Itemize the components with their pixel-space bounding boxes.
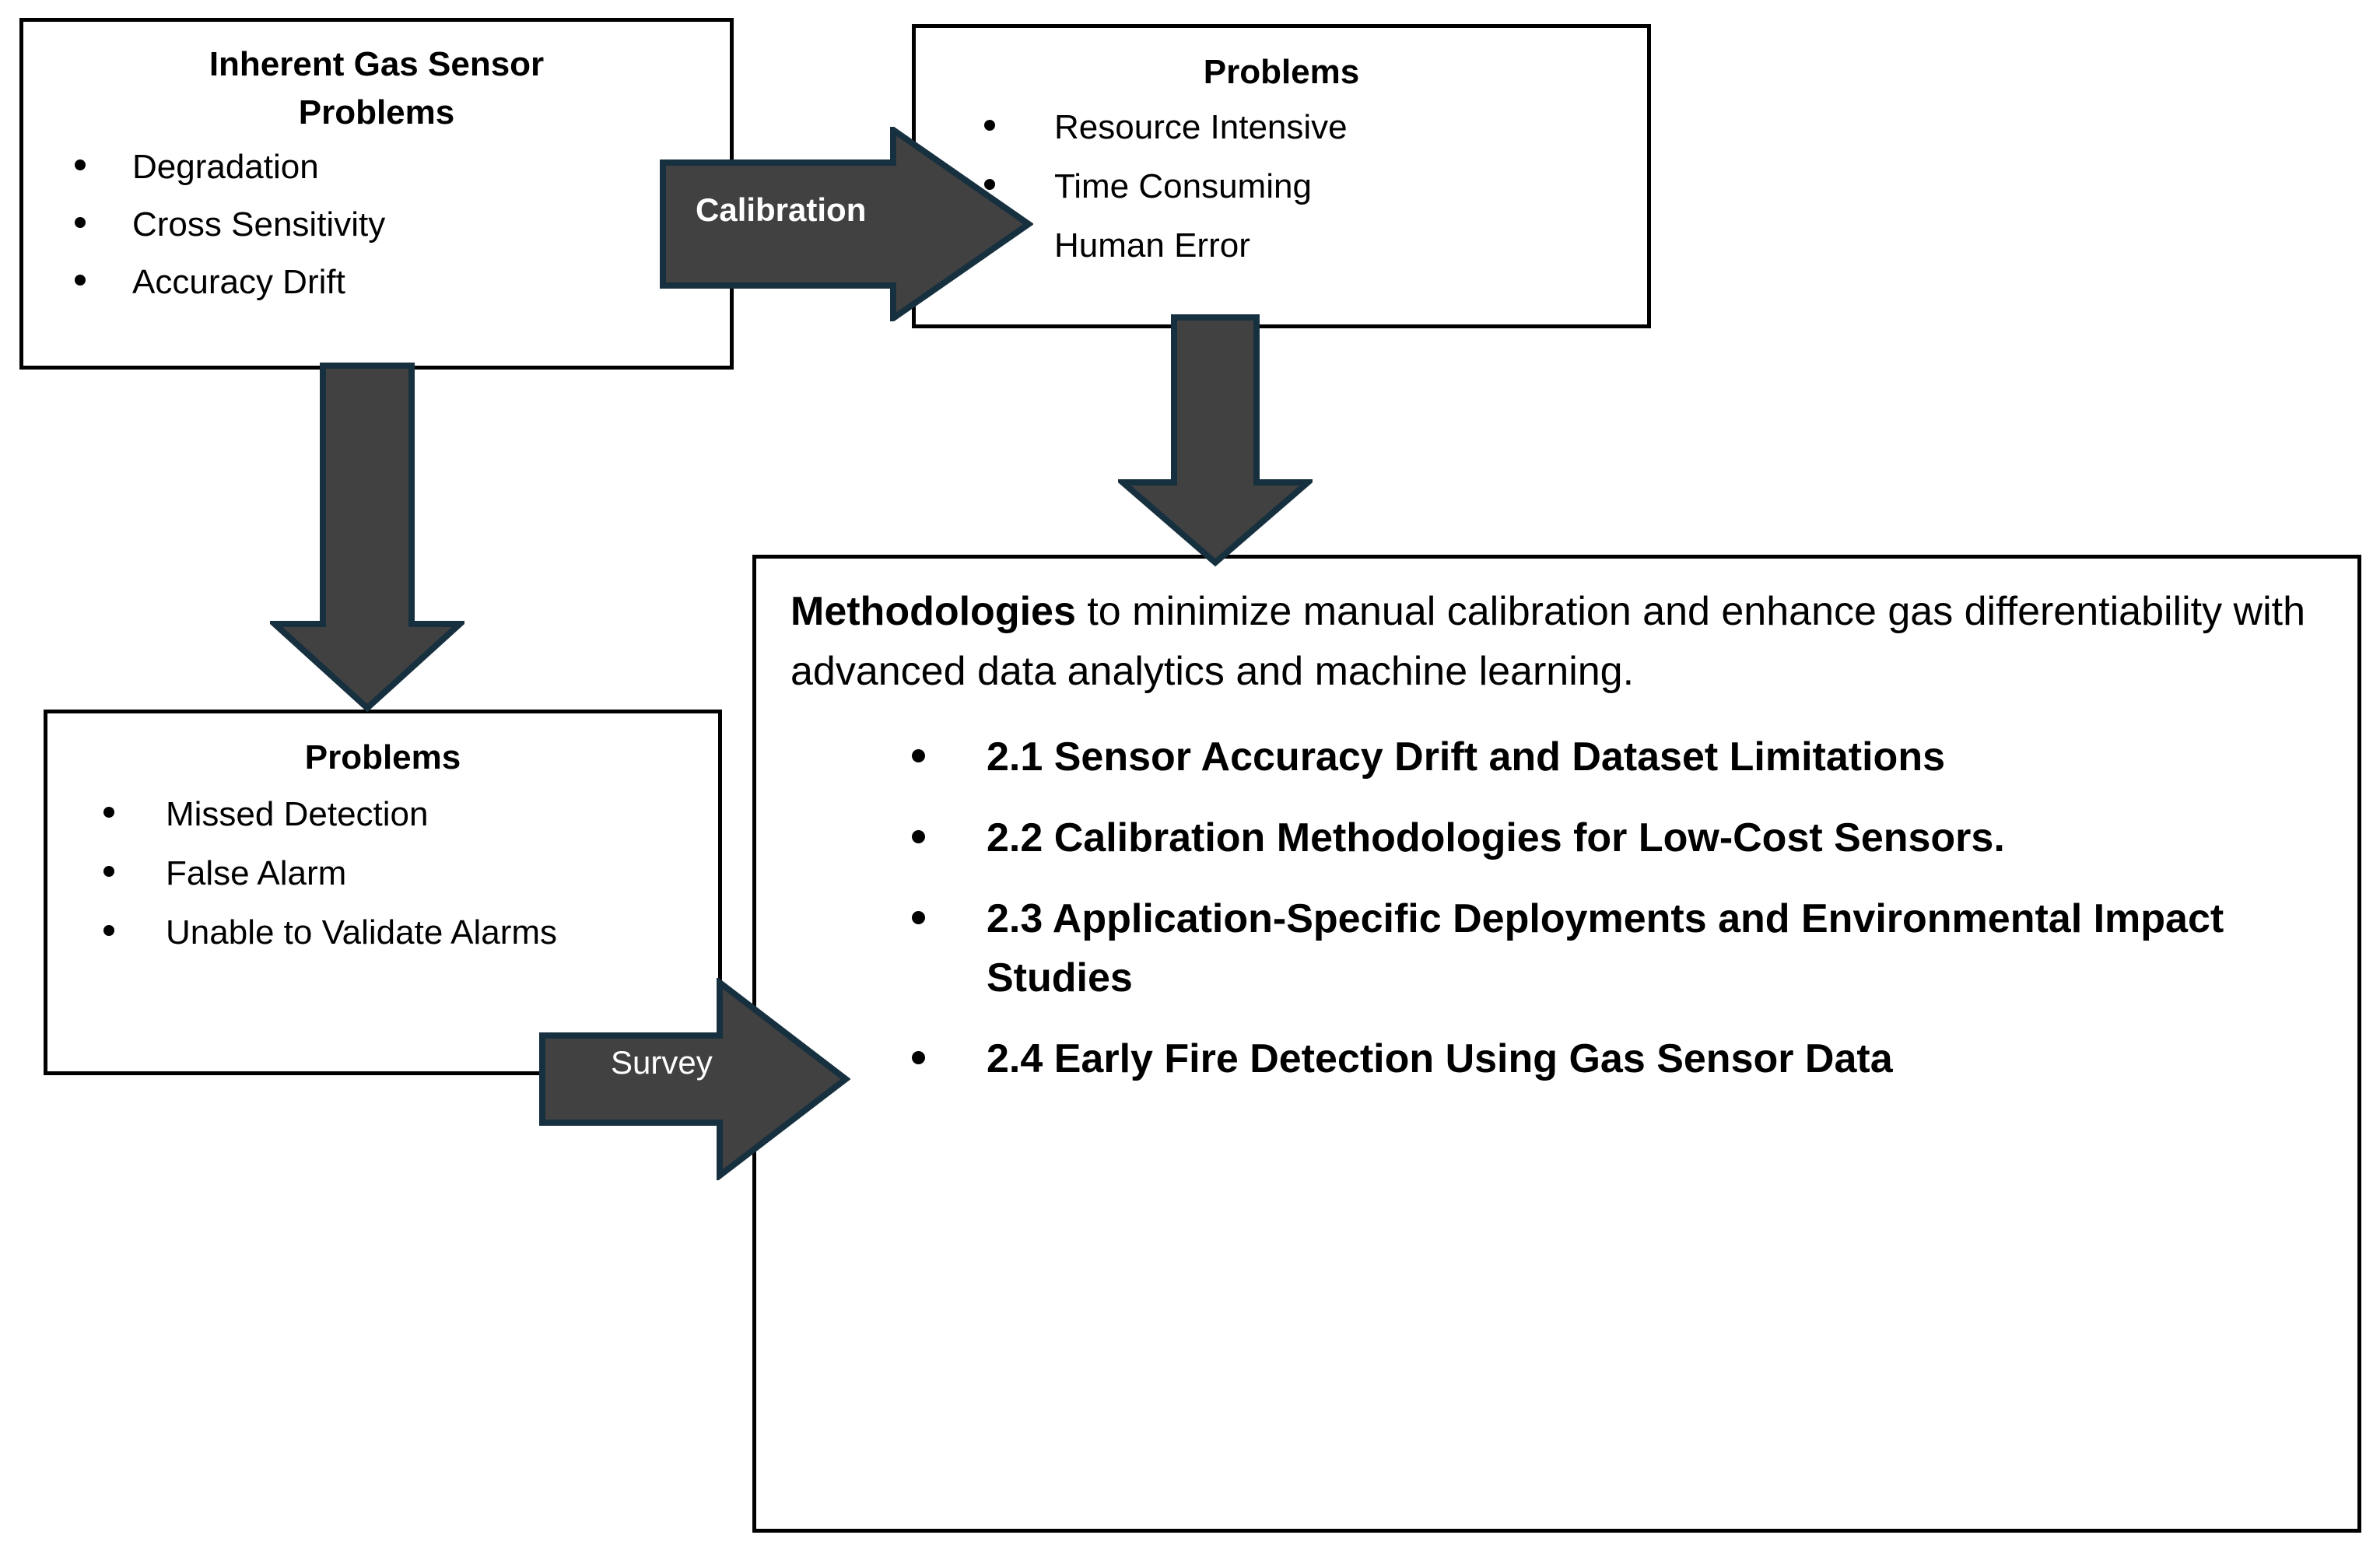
list-item-label: Resource Intensive — [1054, 108, 1348, 147]
list-item: Human Error — [944, 221, 1619, 271]
bullet-dot-icon — [984, 120, 995, 131]
list-item-label: Degradation — [132, 147, 319, 186]
list-item: Missed Detection — [71, 790, 695, 839]
survey-arrow-right: Survey — [539, 978, 850, 1180]
list-item: Time Consuming — [944, 162, 1619, 212]
bullet-dot-icon — [912, 748, 925, 762]
inherent-box-title: Inherent Gas Sensor Problems — [54, 40, 699, 138]
list-item-label: Accuracy Drift — [132, 262, 345, 301]
list-item: 2.1 Sensor Accuracy Drift and Dataset Li… — [893, 728, 2325, 787]
list-item-label: Missed Detection — [166, 795, 429, 834]
inherent-gas-sensor-problems-box: Inherent Gas Sensor Problems Degradation… — [19, 18, 734, 370]
arrow-down-icon — [1118, 314, 1313, 567]
list-item: Accuracy Drift — [54, 258, 699, 307]
bullet-dot-icon — [103, 807, 114, 818]
arrow-right-icon — [539, 978, 850, 1180]
list-item-label: Cross Sensitivity — [132, 205, 386, 244]
methodologies-intro-text: Methodologies to minimize manual calibra… — [790, 582, 2325, 702]
calibration-arrow-right: Calibration — [660, 127, 1033, 321]
list-item-label: Time Consuming — [1054, 167, 1312, 206]
bullet-dot-icon — [103, 925, 114, 937]
bullet-dot-icon — [984, 179, 995, 191]
list-item: 2.3 Application-Specific Deployments and… — [893, 890, 2325, 1008]
methodologies-intro-lead: Methodologies — [790, 589, 1076, 634]
bullet-dot-icon — [912, 910, 925, 924]
alarm-problems-bullet-list: Missed Detection False Alarm Unable to V… — [71, 790, 695, 957]
arrow-right-icon — [660, 127, 1033, 321]
bullet-dot-icon — [75, 216, 86, 228]
list-item: 2.4 Early Fire Detection Using Gas Senso… — [893, 1030, 2325, 1089]
list-item: Resource Intensive — [944, 103, 1619, 152]
bullet-dot-icon — [912, 829, 925, 843]
list-item-label: False Alarm — [166, 854, 347, 893]
alarm-problems-title: Problems — [304, 738, 461, 776]
list-item: Cross Sensitivity — [54, 200, 699, 250]
list-item-label: Unable to Validate Alarms — [166, 913, 558, 952]
list-item: Unable to Validate Alarms — [71, 908, 695, 958]
list-item-label: 2.3 Application-Specific Deployments and… — [987, 895, 2224, 1001]
bullet-dot-icon — [75, 159, 86, 170]
list-item: 2.2 Calibration Methodologies for Low-Co… — [893, 809, 2325, 868]
calibration-arrow-down: Calibration — [270, 363, 464, 713]
list-item-label: 2.1 Sensor Accuracy Drift and Dataset Li… — [987, 734, 1946, 780]
arrow-down-icon — [270, 363, 464, 713]
list-item-label: 2.2 Calibration Methodologies for Low-Co… — [987, 815, 2005, 860]
methodologies-intro-rest: to minimize manual calibration and enhan… — [790, 589, 2306, 694]
calibration-problems-bullet-list: Resource Intensive Time Consuming Human … — [944, 103, 1619, 270]
inherent-box-title-line2: Problems — [298, 93, 455, 132]
inherent-box-title-line1: Inherent Gas Sensor — [209, 45, 545, 83]
bullet-dot-icon — [912, 1050, 925, 1064]
calibration-problems-title: Problems — [1203, 53, 1360, 91]
methodologies-box: Methodologies to minimize manual calibra… — [752, 555, 2361, 1533]
calibration-problems-box: Problems Resource Intensive Time Consumi… — [912, 24, 1651, 328]
alarm-problems-box: Problems Missed Detection False Alarm Un… — [44, 710, 722, 1075]
survey-arrow-down: Survey — [1118, 314, 1313, 567]
bullet-dot-icon — [103, 866, 114, 878]
inherent-bullet-list: Degradation Cross Sensitivity Accuracy D… — [54, 142, 699, 307]
bullet-dot-icon — [75, 274, 86, 286]
list-item: False Alarm — [71, 849, 695, 899]
list-item: Degradation — [54, 142, 699, 192]
methodologies-section-list: 2.1 Sensor Accuracy Drift and Dataset Li… — [790, 728, 2325, 1089]
list-item-label: Human Error — [1054, 226, 1250, 265]
list-item-label: 2.4 Early Fire Detection Using Gas Senso… — [987, 1036, 1893, 1081]
